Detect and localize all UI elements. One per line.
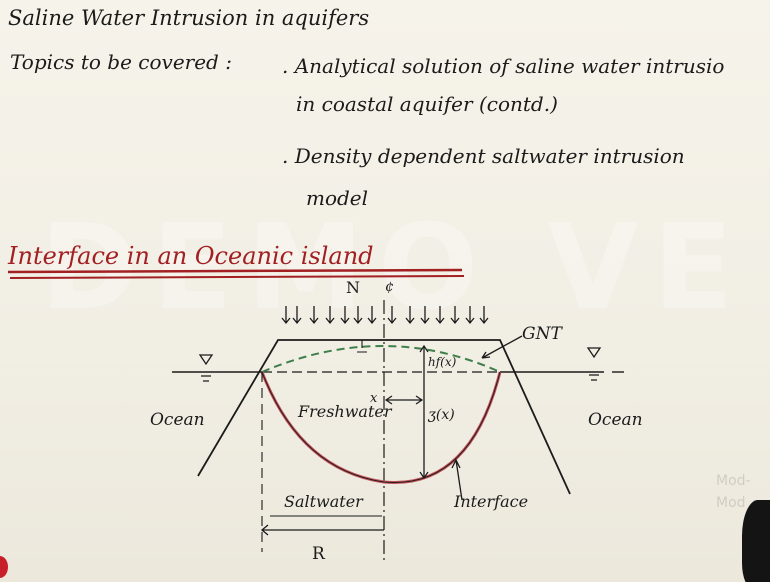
hand-shadow <box>742 500 770 582</box>
recording-dot <box>0 556 8 578</box>
water-level-symbol-right <box>586 347 602 381</box>
z-label: ʒ(x) <box>428 407 455 423</box>
heading-underline-1 <box>7 268 463 274</box>
centerline-label: ¢ <box>385 279 394 295</box>
x-distance-arrow <box>384 395 424 405</box>
depth-line-bottom-arrow <box>419 471 429 480</box>
gnt-label: GNT <box>522 324 562 344</box>
saltwater-label: Saltwater <box>284 492 363 511</box>
recharge-label: N <box>346 278 360 297</box>
topic-1-line-1: . Analytical solution of saline water in… <box>282 54 725 78</box>
depth-line-top-arrow <box>419 344 429 353</box>
ocean-left-label: Ocean <box>150 410 205 430</box>
interface-label: Interface <box>454 492 529 511</box>
hf-label: hf(x) <box>428 355 457 369</box>
heading-underline-2 <box>9 275 465 279</box>
topics-label: Topics to be covered : <box>10 50 232 74</box>
topic-2-line-1: . Density dependent saltwater intrusion <box>282 144 685 168</box>
x-label: x <box>370 391 378 406</box>
demo-watermark: DEMO VE <box>40 198 748 336</box>
topic-1-line-2: in coastal aquifer (contd.) <box>296 92 558 116</box>
ocean-right-label: Ocean <box>588 410 643 430</box>
gnt-pointer <box>481 335 523 359</box>
water-table-curve <box>261 345 501 373</box>
interface-pointer <box>451 458 463 501</box>
interface-curve <box>260 371 502 484</box>
side-tag: Mod- Mod <box>716 473 751 512</box>
recharge-arrows <box>281 306 489 325</box>
water-level-symbol-left <box>198 354 214 382</box>
topic-2-line-2: model <box>306 186 369 210</box>
r-dimension <box>260 524 384 536</box>
r-label: R <box>312 544 325 564</box>
interface-curve-ink <box>261 371 501 483</box>
lecture-title: Saline Water Intrusion in aquifers <box>8 6 370 30</box>
freshwater-label: Freshwater <box>298 402 392 421</box>
island-outline <box>197 339 571 495</box>
section-heading: Interface in an Oceanic island <box>8 242 374 270</box>
top-center-tick <box>357 340 367 353</box>
